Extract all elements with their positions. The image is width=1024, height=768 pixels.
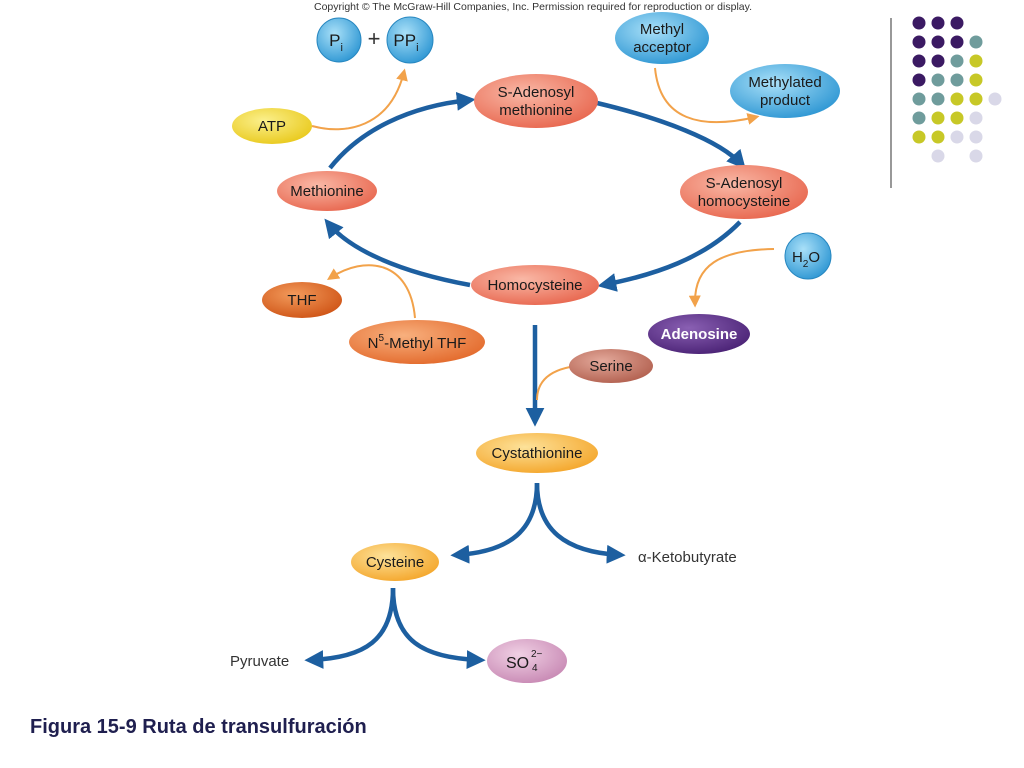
arrow-cysteine-to-pyruvate [304,587,396,669]
svg-text:homocysteine: homocysteine [698,193,791,210]
svg-text:Methionine: Methionine [290,183,363,200]
node-ppi: PPi [386,16,434,64]
decor-dot [931,73,945,87]
decor-dot [950,92,964,106]
node-sulfate: SO 2− 4 [487,639,567,683]
decor-dot [912,54,926,68]
node-adenosine: Adenosine [648,314,750,354]
arrow-cysteine-to-sulfate [390,587,486,669]
svg-text:PPi: PPi [393,31,418,54]
svg-text:2−: 2− [531,649,543,660]
node-cystathionine: Cystathionine [476,433,598,473]
arrow-homocysteine-to-methionine [324,218,471,288]
plus-sign: + [368,26,381,51]
node-s-adenosyl-homocysteine: S-Adenosyl homocysteine [680,165,808,219]
decor-dot [931,92,945,106]
decor-dot [950,111,964,125]
arrow-sam-to-sah [596,100,746,170]
svg-text:S-Adenosyl: S-Adenosyl [706,175,783,192]
node-homocysteine: Homocysteine [471,265,599,305]
decor-dot [950,73,964,87]
svg-text:Methyl: Methyl [640,21,684,38]
arrow-atp-to-ppi [311,68,408,131]
decor-dot [931,35,945,49]
decor-dot [931,16,945,30]
figure-caption: Figura 15-9 Ruta de transulfuración [30,716,367,738]
decor-dot [969,35,983,49]
arrow-sah-to-homocysteine [597,220,742,292]
svg-text:H2O: H2O [792,249,820,270]
decor-dot [988,92,1002,106]
node-serine: Serine [569,349,653,383]
decor-dot [969,111,983,125]
decor-dot [969,73,983,87]
svg-text:Adenosine: Adenosine [661,326,738,343]
arrow-cystathionine-to-cysteine [450,482,540,564]
node-thf: THF [262,282,342,318]
decor-dot [931,130,945,144]
decor-dot [931,149,945,163]
svg-text:N5-Methyl THF: N5-Methyl THF [368,333,467,352]
svg-text:SO: SO [506,655,529,672]
arrow-cystathionine-to-ketobutyrate [534,482,626,564]
node-methyl-acceptor: Methyl acceptor [615,12,709,64]
decor-dot [969,149,983,163]
svg-text:ATP: ATP [258,118,286,135]
node-h2o: H2O [784,232,832,280]
decorative-dot-grid [890,16,1002,188]
decor-dot [912,73,926,87]
label-pyruvate: Pyruvate [230,653,289,670]
svg-text:Serine: Serine [589,358,632,375]
svg-text:acceptor: acceptor [633,39,691,56]
svg-text:methionine: methionine [499,102,572,119]
decor-dot [969,92,983,106]
decor-dot [950,130,964,144]
decor-dot [912,111,926,125]
node-atp: ATP [232,108,312,144]
decor-dot [969,130,983,144]
node-methylated-product: Methylated product [730,64,840,118]
decor-dot [931,54,945,68]
decor-dot [950,35,964,49]
label-alpha-ketobutyrate: α-Ketobutyrate [638,549,737,566]
arrow-methionine-to-sam [328,91,476,170]
svg-text:S-Adenosyl: S-Adenosyl [498,84,575,101]
decor-dot [950,54,964,68]
decor-dot [912,130,926,144]
decor-dot [912,35,926,49]
node-s-adenosyl-methionine: S-Adenosyl methionine [474,74,598,128]
svg-text:product: product [760,92,811,109]
arrow-n5-methyl-thf-to-thf [326,264,416,319]
svg-text:Cysteine: Cysteine [366,554,424,571]
copyright-notice: Copyright © The McGraw-Hill Companies, I… [314,1,752,13]
svg-text:Methylated: Methylated [748,74,821,91]
arrow-serine-in [536,366,571,401]
arrow-methyl-acceptor-to-product [654,67,760,125]
node-methionine: Methionine [277,171,377,211]
svg-text:Homocysteine: Homocysteine [487,277,582,294]
decor-dot [931,111,945,125]
node-n5-methyl-thf: N5-Methyl THF [349,320,485,364]
node-cysteine: Cysteine [351,543,439,581]
arrow-h2o-to-adenosine [688,248,775,308]
decor-dot [969,54,983,68]
svg-text:Cystathionine: Cystathionine [492,445,583,462]
decor-dot [912,16,926,30]
node-pi: Pi [316,17,362,63]
decor-dot [950,16,964,30]
svg-text:THF: THF [287,292,316,309]
svg-text:Pi: Pi [329,31,343,54]
svg-text:4: 4 [532,663,538,674]
decor-dot [912,92,926,106]
